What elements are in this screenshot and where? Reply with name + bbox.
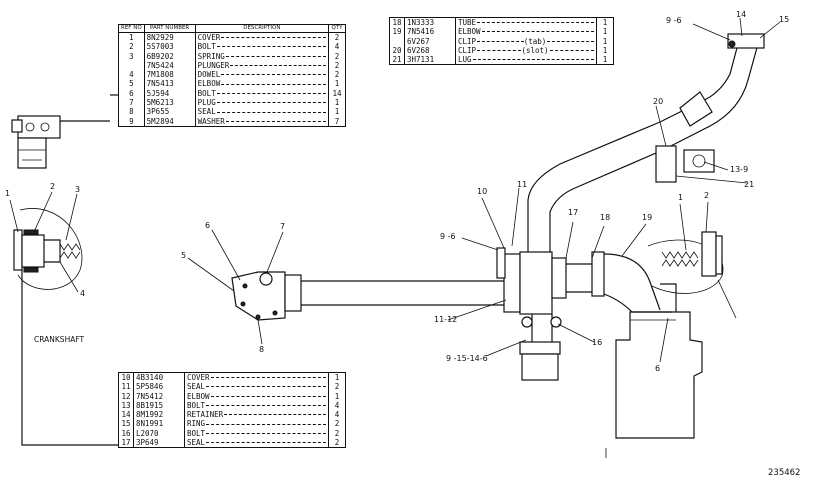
callout-2-right: 2 bbox=[704, 191, 709, 200]
callout-8: 8 bbox=[259, 345, 264, 354]
callout-4: 4 bbox=[80, 289, 85, 298]
callout-18: 18 bbox=[600, 213, 610, 222]
upper-left-assembly bbox=[11, 115, 61, 169]
header-part-number: PART NUMBER bbox=[143, 24, 196, 33]
main-tube bbox=[301, 187, 553, 321]
figure-number: 235462 bbox=[768, 468, 801, 478]
callout-19: 19 bbox=[642, 213, 652, 222]
callout-17: 17 bbox=[568, 208, 578, 217]
callout-15: 15 bbox=[779, 15, 789, 24]
callout-21: 21 bbox=[744, 180, 754, 189]
callout-16: 16 bbox=[592, 338, 602, 347]
leader-line bbox=[21, 238, 118, 446]
header-qty: QTY bbox=[328, 24, 346, 33]
callout-20: 20 bbox=[653, 97, 663, 106]
callout-5: 5 bbox=[181, 251, 186, 260]
callout-9-15-14-6: 9 -15-14-6 bbox=[446, 354, 488, 363]
right-plunger-assembly bbox=[647, 201, 737, 319]
callout-13-9: 13-9 bbox=[730, 165, 748, 174]
callout-7: 7 bbox=[280, 222, 285, 231]
left-plunger-assembly bbox=[9, 191, 83, 293]
callout-3: 3 bbox=[75, 185, 80, 194]
callout-9-6-left: 9 -6 bbox=[440, 232, 456, 241]
oil-pan-section bbox=[605, 311, 703, 458]
elbow-cover-assembly bbox=[187, 229, 302, 345]
callout-11-12: 11-12 bbox=[434, 315, 457, 324]
callout-1-right: 1 bbox=[678, 193, 683, 202]
tube-elbow-assembly bbox=[551, 221, 677, 313]
callout-1: 1 bbox=[5, 189, 10, 198]
callout-14: 14 bbox=[736, 10, 746, 19]
header-ref: REF NO bbox=[118, 24, 145, 33]
callout-9-6-top: 9 -6 bbox=[666, 16, 682, 25]
vertical-tube bbox=[485, 121, 664, 381]
callout-10: 10 bbox=[477, 187, 487, 196]
callout-6-right: 6 bbox=[655, 364, 660, 373]
upper-riser bbox=[655, 17, 781, 184]
header-description: DESCRIPTION bbox=[194, 24, 330, 33]
callout-6: 6 bbox=[205, 221, 210, 230]
callout-2: 2 bbox=[50, 182, 55, 191]
crankshaft-label: CRANKSHAFT bbox=[34, 335, 85, 344]
callout-11: 11 bbox=[517, 180, 527, 189]
